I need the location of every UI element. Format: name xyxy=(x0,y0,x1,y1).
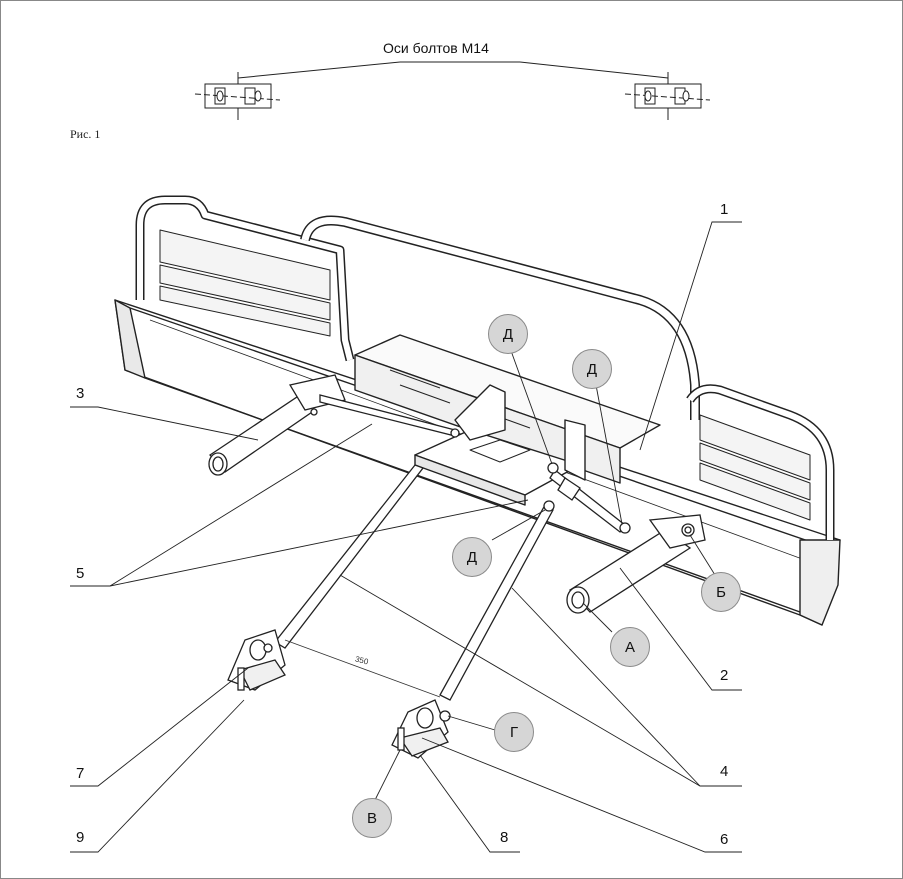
part-number-5: 5 xyxy=(76,565,85,582)
left-mount-tube xyxy=(208,374,460,476)
part-number-8: 8 xyxy=(500,829,509,846)
callout-d-3: Д xyxy=(452,537,492,577)
part-number-1: 1 xyxy=(720,201,729,218)
right-mount-tube xyxy=(547,462,706,614)
dimension-line xyxy=(284,639,441,698)
part-number-9: 9 xyxy=(76,829,85,846)
leader-lines xyxy=(70,221,742,853)
part-number-7: 7 xyxy=(76,765,85,782)
callout-d-2: Д xyxy=(572,349,612,389)
callout-a: А xyxy=(610,627,650,667)
bolt-axes-title: Оси болтов М14 xyxy=(383,40,489,56)
callout-b: Б xyxy=(701,572,741,612)
figure-label: Рис. 1 xyxy=(70,127,101,141)
part-number-4: 4 xyxy=(720,763,729,780)
part-number-3: 3 xyxy=(76,385,85,402)
callout-d-1: Д xyxy=(488,314,528,354)
bolt-axes-detail xyxy=(194,61,711,120)
long-struts xyxy=(274,464,555,701)
part-number-2: 2 xyxy=(720,667,729,684)
part-number-6: 6 xyxy=(720,831,729,848)
lower-brackets xyxy=(227,629,451,759)
callout-g: Г xyxy=(494,712,534,752)
callout-v: В xyxy=(352,798,392,838)
